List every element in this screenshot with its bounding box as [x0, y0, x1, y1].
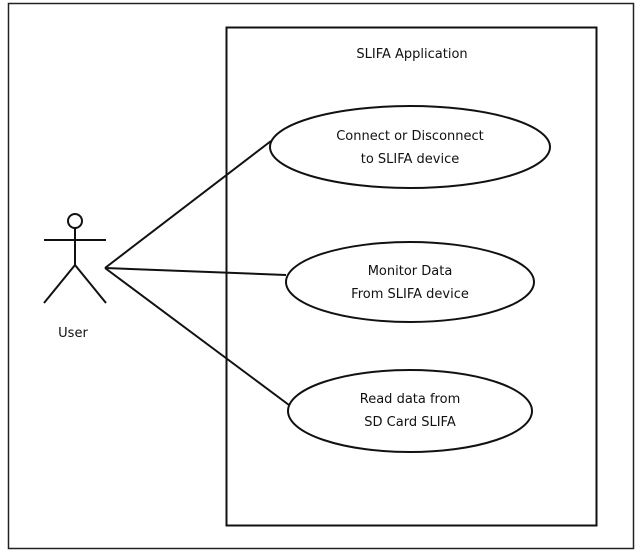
use-case-monitor-line1: Monitor Data: [368, 264, 453, 279]
actor-left-leg: [43, 264, 76, 304]
use-case-monitor: Monitor Data From SLIFA device: [285, 241, 535, 323]
association-read-sd: [104, 267, 290, 406]
system-boundary: [225, 26, 598, 527]
use-case-connect-ellipse: [269, 105, 551, 189]
use-case-read-sd: Read data from SD Card SLIFA: [287, 369, 533, 453]
use-case-monitor-line2: From SLIFA device: [351, 287, 469, 302]
actor-user: [43, 213, 107, 304]
use-case-connect: Connect or Disconnect to SLIFA device: [269, 105, 551, 189]
use-case-read-sd-line1: Read data from: [360, 392, 460, 407]
association-monitor: [104, 267, 287, 276]
actor-label: User: [58, 326, 88, 341]
use-case-monitor-ellipse: [285, 241, 535, 323]
use-case-read-sd-line2: SD Card SLIFA: [364, 415, 456, 430]
actor-right-leg: [74, 264, 107, 304]
use-case-connect-line1: Connect or Disconnect: [336, 129, 484, 144]
use-case-connect-line2: to SLIFA device: [361, 152, 460, 167]
system-boundary-label: SLIFA Application: [356, 47, 467, 62]
use-case-read-sd-ellipse: [287, 369, 533, 453]
association-connect: [104, 140, 272, 269]
